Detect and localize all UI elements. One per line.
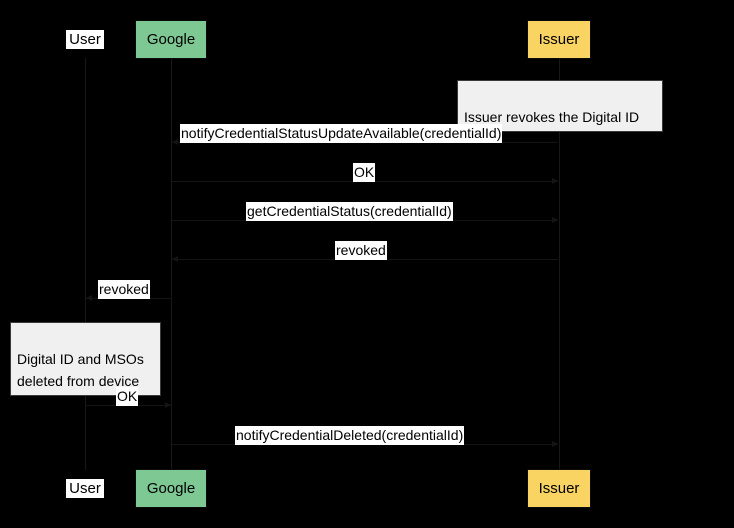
- participant-issuer-bottom-label: Issuer: [538, 480, 580, 497]
- participant-google-bottom[interactable]: Google: [135, 469, 207, 508]
- message-label-revoked-issuer-to-google: revoked: [335, 241, 387, 260]
- participant-issuer-bottom[interactable]: Issuer: [527, 469, 591, 508]
- message-label-get-credential-status: getCredentialStatus(credentialId): [246, 202, 453, 221]
- participant-user-top[interactable]: User: [66, 30, 104, 49]
- participant-user-top-label: User: [69, 31, 101, 48]
- message-label-ok-google-to-issuer: OK: [353, 163, 376, 182]
- participant-google-top[interactable]: Google: [135, 20, 207, 59]
- message-label-notify-credential-deleted: notifyCredentialDeleted(credentialId): [235, 426, 465, 445]
- note-issuer-revokes: Issuer revokes the Digital ID: [457, 80, 663, 132]
- participant-google-bottom-label: Google: [146, 480, 196, 497]
- message-label-notify-credential-status-update-available: notifyCredentialStatusUpdateAvailable(cr…: [180, 124, 503, 143]
- lifeline-issuer: [559, 58, 560, 470]
- lifeline-google: [171, 58, 172, 470]
- note-digital-id-deleted-text: Digital ID and MSOs deleted from device: [17, 351, 144, 389]
- lifeline-user: [85, 58, 86, 470]
- participant-google-top-label: Google: [146, 31, 196, 48]
- message-label-ok-user-to-google: OK: [116, 387, 139, 406]
- note-issuer-revokes-text: Issuer revokes the Digital ID: [464, 109, 640, 125]
- participant-user-bottom[interactable]: User: [66, 479, 104, 498]
- participant-user-bottom-label: User: [69, 480, 101, 497]
- note-digital-id-deleted: Digital ID and MSOs deleted from device: [10, 322, 161, 396]
- message-label-revoked-google-to-user: revoked: [98, 280, 150, 299]
- participant-issuer-top[interactable]: Issuer: [527, 20, 591, 59]
- participant-issuer-top-label: Issuer: [538, 31, 580, 48]
